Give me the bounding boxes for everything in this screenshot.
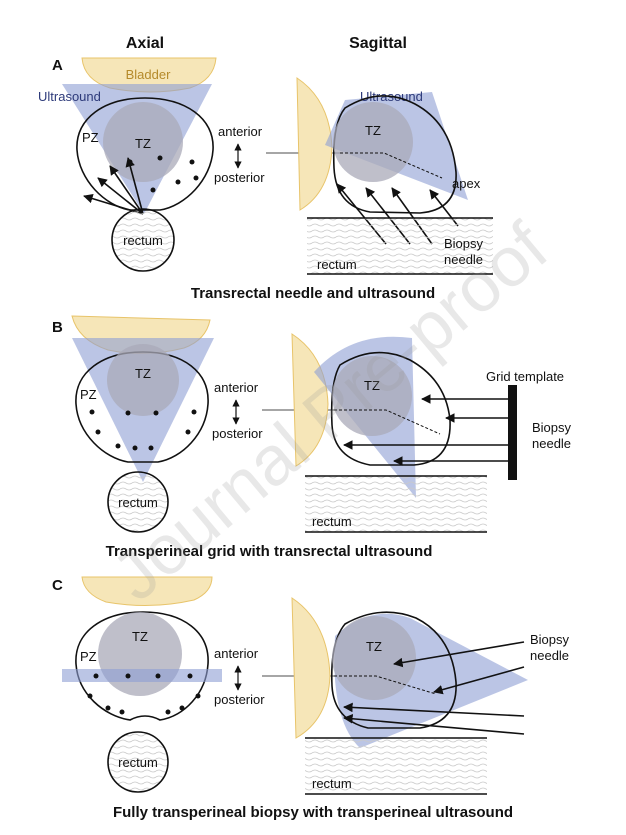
pz-label: PZ [82, 130, 99, 145]
rectum-label: rectum [118, 755, 158, 770]
posterior-label: posterior [214, 692, 265, 707]
urethra-line [334, 409, 441, 435]
tz-label: TZ [132, 629, 148, 644]
bladder-label: Bladder [126, 67, 171, 82]
transition-zone [332, 356, 412, 436]
panel-c: C TZ PZ rectum anterior posterior TZ [52, 576, 570, 821]
panel-b: B TZ PZ rectum anterior posterior TZ [52, 315, 572, 560]
panel-label-c: C [52, 577, 63, 594]
needle-label: needle [532, 436, 571, 451]
prostate-outline [330, 611, 457, 729]
rectum-circle [107, 471, 169, 533]
biopsy-label: Biopsy [444, 236, 484, 251]
tz-label: TZ [366, 639, 382, 654]
biopsy-label: Biopsy [530, 632, 570, 647]
bladder-shape [81, 576, 213, 607]
panel-label-a: A [52, 57, 63, 74]
rectum-wall [305, 738, 487, 794]
rectum-circle [111, 208, 175, 272]
prostate-outline [75, 611, 209, 721]
panel-label-b: B [52, 319, 63, 336]
prostate-outline [75, 351, 209, 463]
tz-label: TZ [135, 136, 151, 151]
anterior-label: anterior [218, 124, 263, 139]
transition-zone [107, 344, 179, 416]
tz-label: TZ [364, 378, 380, 393]
grid-template-label: Grid template [486, 369, 564, 384]
tz-label: TZ [365, 123, 381, 138]
caption-b: Transperineal grid with transrectal ultr… [106, 543, 433, 560]
ultrasound-label: Ultrasound [38, 89, 101, 104]
axial-header: Axial [126, 35, 164, 52]
posterior-label: posterior [214, 170, 265, 185]
anterior-label: anterior [214, 646, 259, 661]
needle-label: needle [530, 648, 569, 663]
biopsy-label: Biopsy [532, 420, 572, 435]
rectum-label: rectum [317, 257, 357, 272]
caption-c: Fully transperineal biopsy with transper… [113, 804, 513, 821]
biopsy-cores [87, 673, 201, 715]
rectum-label: rectum [123, 233, 163, 248]
caption-a: Transrectal needle and ultrasound [191, 285, 435, 302]
posterior-label: posterior [212, 426, 263, 441]
rectum-circle [107, 731, 169, 793]
panel-a: A Bladder Ultrasound TZ PZ rectum anteri… [38, 57, 493, 302]
bladder-shape [291, 597, 331, 739]
rectum-wall [305, 476, 487, 532]
biopsy-cores [89, 409, 197, 451]
pz-label: PZ [80, 649, 97, 664]
rectum-label: rectum [118, 495, 158, 510]
prostate-outline [332, 95, 457, 214]
urethra-line [334, 675, 437, 695]
needle-arrows [343, 641, 525, 735]
needle-label: needle [444, 252, 483, 267]
pz-label: PZ [80, 387, 97, 402]
transition-zone [332, 616, 416, 700]
sagittal-header: Sagittal [349, 35, 407, 52]
bladder-shape [296, 77, 333, 211]
rectum-wall [307, 218, 493, 274]
tz-label: TZ [135, 366, 151, 381]
ultrasound-beam [62, 669, 222, 682]
anterior-label: anterior [214, 380, 259, 395]
prostate-outline [330, 351, 451, 466]
transition-zone [103, 102, 183, 182]
rectum-label: rectum [312, 514, 352, 529]
apex-label: apex [452, 176, 481, 191]
needle-arrows [343, 394, 508, 466]
transition-zone [98, 612, 182, 696]
transition-zone [333, 102, 413, 182]
urethra-line [340, 152, 443, 179]
grid-template [508, 385, 517, 480]
rectum-label: rectum [312, 776, 352, 791]
